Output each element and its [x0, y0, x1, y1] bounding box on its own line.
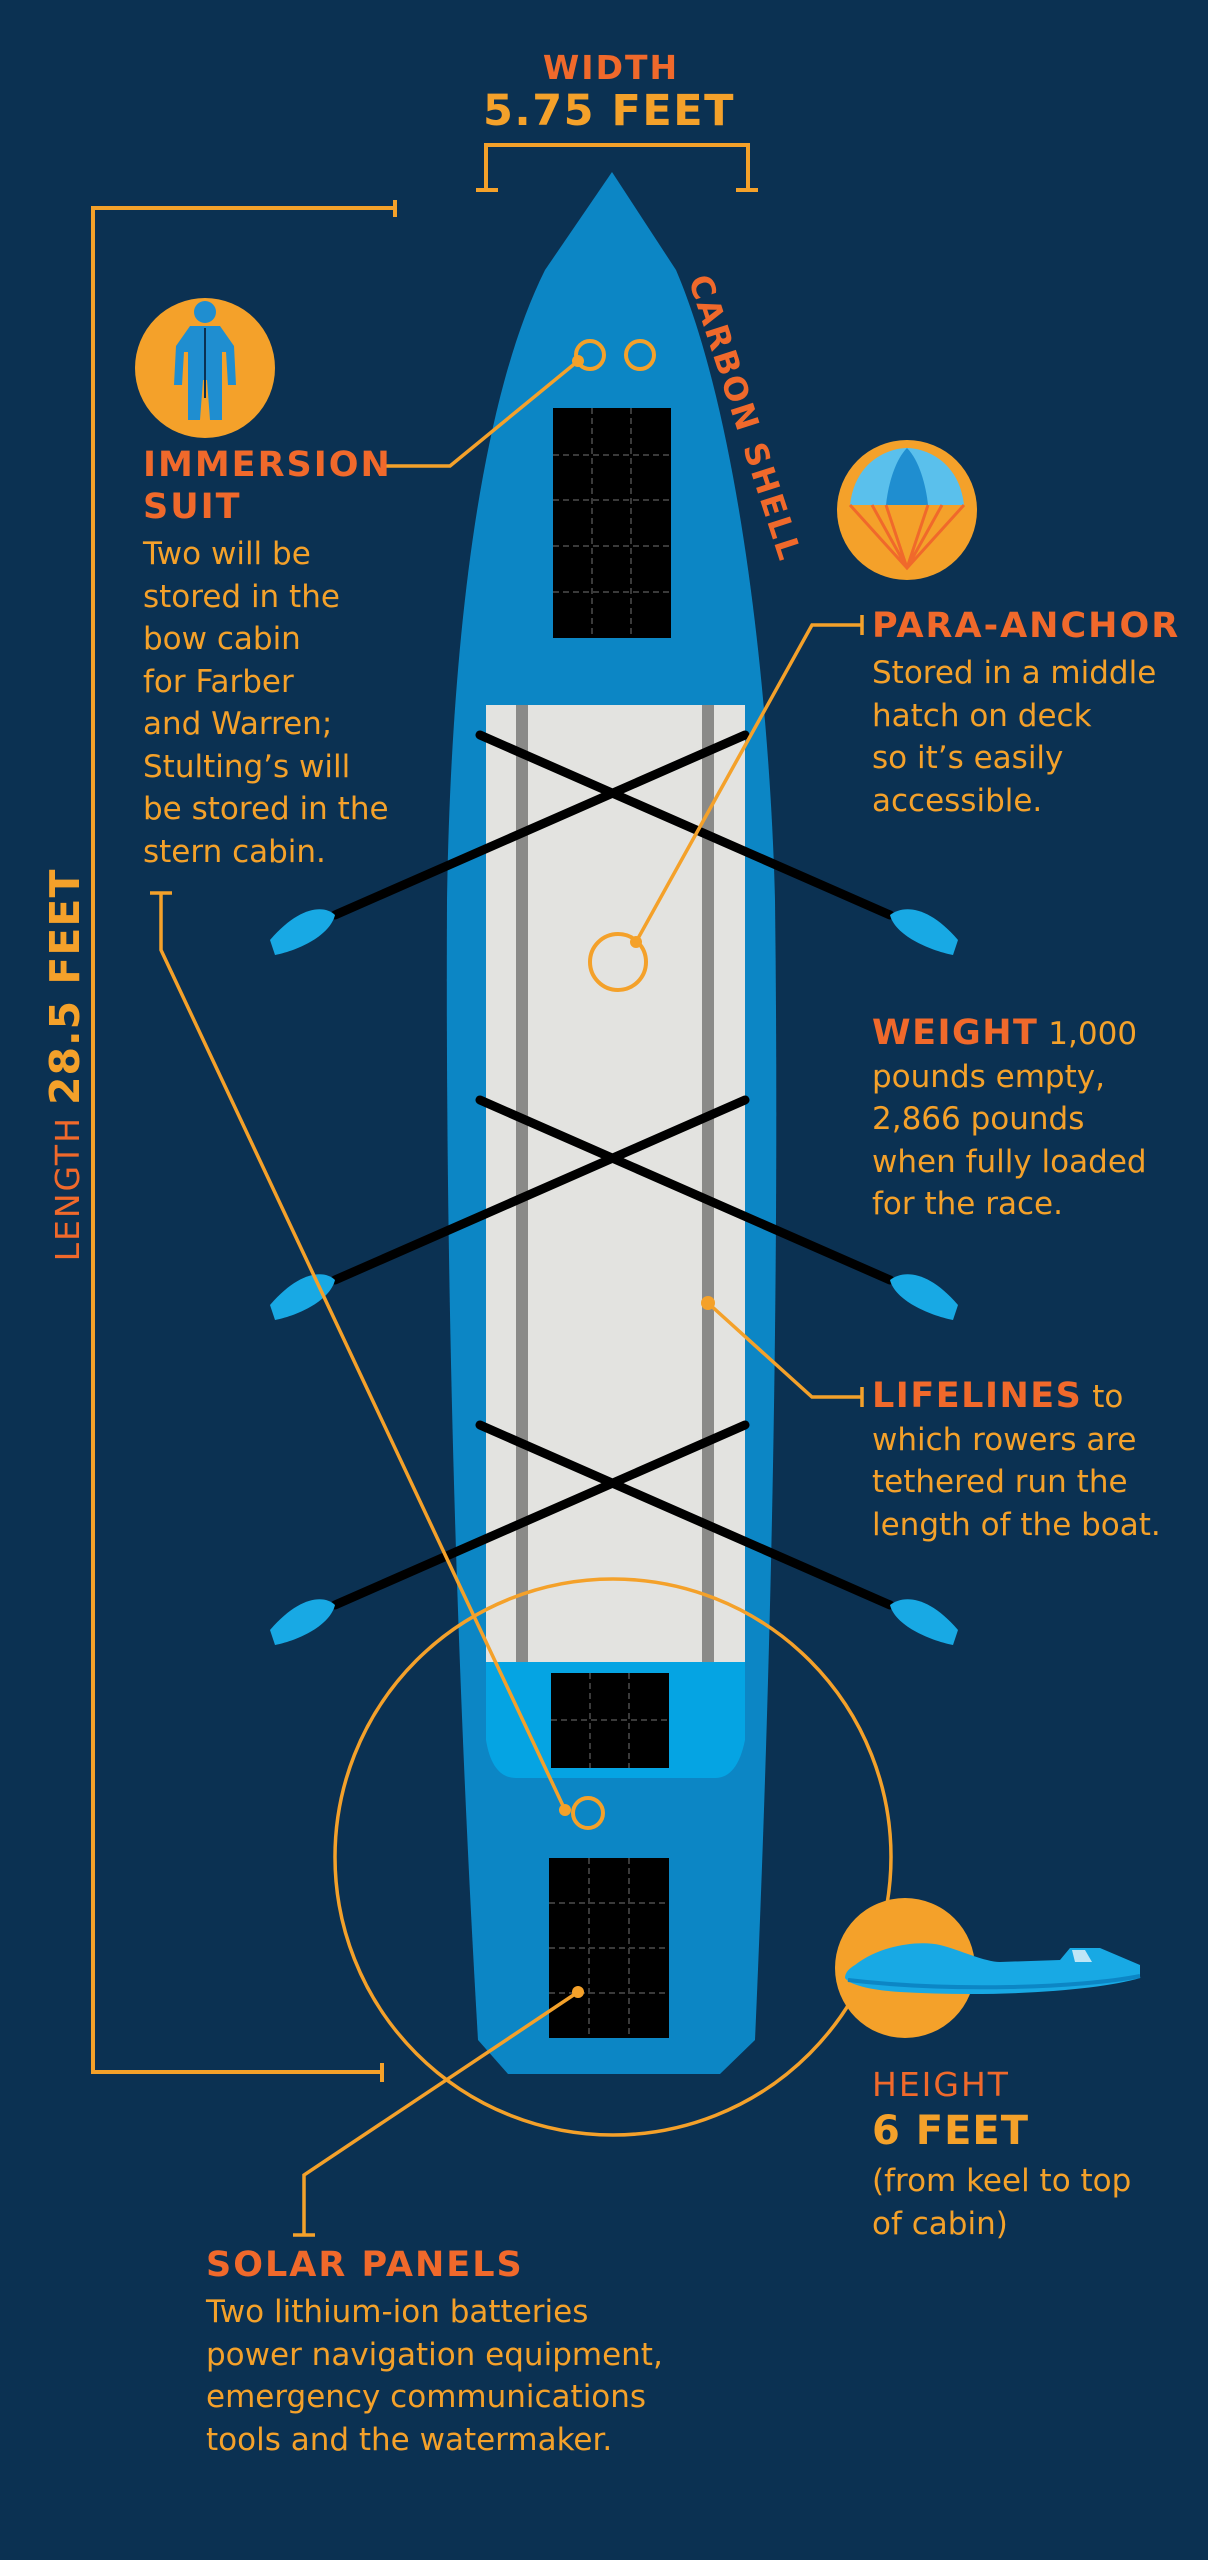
- leader-solar-panels: [293, 1990, 579, 2237]
- boat-side-icon: [835, 1898, 1141, 2038]
- lifelines-text: LIFELINES to which rowers are tethered r…: [872, 1376, 1161, 1543]
- stern-hatch-panel: [551, 1673, 669, 1768]
- bow-solar-panel: [553, 408, 671, 638]
- parachute-icon: [837, 440, 977, 580]
- height-label: HEIGHT: [872, 2065, 1010, 2104]
- height-value: 6 FEET: [872, 2108, 1030, 2154]
- lifeline-left: [516, 705, 528, 1662]
- para-anchor-title: PARA-ANCHOR: [872, 606, 1181, 646]
- solar-panels-title: SOLAR PANELS: [206, 2245, 524, 2285]
- weight-title: WEIGHT: [872, 1013, 1039, 1053]
- oar-pair-3: [270, 1420, 958, 1645]
- lifelines-title: LIFELINES: [872, 1376, 1083, 1416]
- leader-immersion-suit-stern: [150, 891, 567, 1811]
- length-bracket: [91, 200, 397, 2082]
- immersion-suit-title-2: SUIT: [143, 487, 242, 527]
- rowing-deck: [486, 705, 745, 1662]
- lifeline-right: [702, 705, 714, 1662]
- immersion-suit-title-1: IMMERSION: [143, 445, 392, 485]
- width-label: WIDTH: [542, 48, 680, 87]
- immersion-suit-icon: [135, 298, 275, 438]
- middle-hatch: [588, 932, 648, 992]
- width-bracket: [476, 143, 758, 192]
- width-value: 5.75 FEET: [482, 86, 735, 136]
- oar-pair-1: [270, 730, 958, 955]
- leader-para-anchor: [634, 615, 864, 943]
- solar-panels-text: Two lithium-ion batteries power navigati…: [206, 2294, 663, 2458]
- bow-hatch-1: [574, 339, 606, 371]
- stern-solar-panel: [549, 1858, 669, 2038]
- leader-lifelines: [706, 1301, 864, 1407]
- leader-immersion-suit: [385, 359, 580, 468]
- stern-hatch: [571, 1796, 605, 1830]
- immersion-suit-text: Two will be stored in the bow cabin for …: [143, 536, 389, 870]
- height-text: (from keel to top of cabin): [872, 2163, 1132, 2242]
- bow-hatch-2: [624, 339, 656, 371]
- length-label: LENGTH: [48, 1116, 87, 1262]
- weight-text: WEIGHT 1,000 pounds empty, 2,866 pounds …: [872, 1013, 1147, 1222]
- length-value: 28.5 FEET: [41, 868, 89, 1106]
- stern-highlight-circle: [333, 1577, 893, 2137]
- para-anchor-text: Stored in a middle hatch on deck so it’s…: [872, 655, 1157, 819]
